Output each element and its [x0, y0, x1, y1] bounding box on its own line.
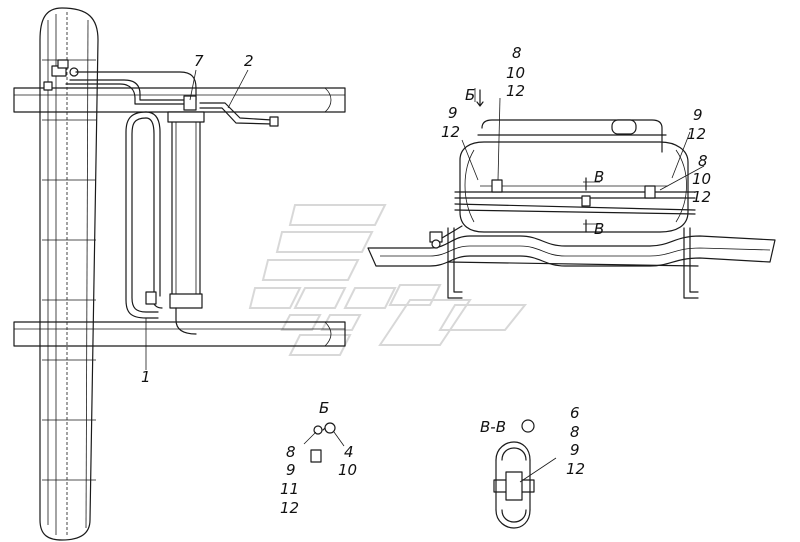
- callout-section-v-upper: В: [594, 168, 604, 186]
- view-b-detail: [303, 422, 345, 463]
- pipe-2: [199, 102, 279, 127]
- callout-right-12: 12: [687, 125, 706, 143]
- coolant-loop: [125, 111, 163, 319]
- callout-1: 1: [141, 368, 151, 386]
- callout-view-b-marker: Б: [465, 86, 475, 104]
- callout-top-12: 12: [506, 82, 525, 100]
- view-b-label-10: 10: [338, 461, 357, 479]
- view-b-label-11: 11: [280, 480, 299, 498]
- tank-fitting: [429, 225, 463, 249]
- section-vv-label-9: 9: [570, 441, 580, 459]
- leader-lines: [145, 69, 705, 370]
- pipe-run-top: [65, 71, 197, 105]
- section-vv-label-12: 12: [566, 460, 585, 478]
- section-vv-label-8: 8: [570, 423, 580, 441]
- callout-2: 2: [244, 52, 254, 70]
- callout-left-9: 9: [448, 104, 458, 122]
- support-brackets: [447, 227, 699, 299]
- section-arrows: [476, 89, 587, 233]
- callout-labels: 1 2 7 Б 8 10 12 9 12 9 12 8 10 12 В В Б …: [141, 44, 711, 517]
- cylinder-unit: [167, 95, 205, 335]
- view-b-title: Б: [319, 399, 329, 417]
- section-vv-label-6: 6: [570, 404, 580, 422]
- section-vv-detail: [493, 419, 557, 529]
- wheel-tire: [39, 7, 99, 541]
- watermark-logo: [248, 204, 528, 356]
- callout-right-10: 10: [692, 170, 711, 188]
- callout-7: 7: [194, 52, 204, 70]
- view-b-label-4: 4: [344, 443, 354, 461]
- view-b-label-8: 8: [286, 443, 296, 461]
- callout-right-12b: 12: [692, 188, 711, 206]
- callout-top-10: 10: [506, 64, 525, 82]
- callout-top-8: 8: [512, 44, 522, 62]
- view-b-label-12: 12: [280, 499, 299, 517]
- callout-left-12: 12: [441, 123, 460, 141]
- cross-member: [367, 235, 776, 267]
- tank-body: [459, 119, 689, 233]
- callout-right-9: 9: [693, 106, 703, 124]
- fitting-assembly: [43, 59, 79, 91]
- callout-right-8: 8: [698, 152, 708, 170]
- upper-frame-rail: [13, 87, 346, 113]
- callout-section-v-lower: В: [594, 220, 604, 238]
- view-b-label-9: 9: [286, 461, 296, 479]
- section-vv-title: В-В: [480, 418, 506, 436]
- tank-straps: [454, 179, 696, 215]
